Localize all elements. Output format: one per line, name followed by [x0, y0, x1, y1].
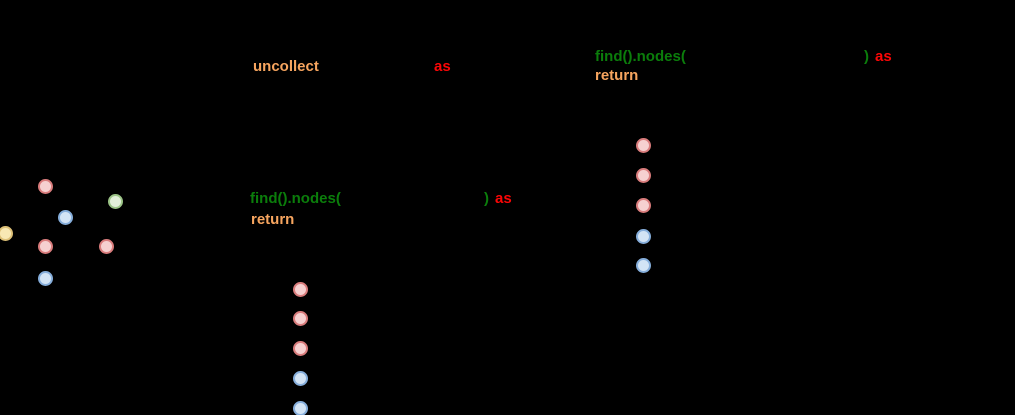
graph-node-pink [292, 310, 308, 326]
find-as-keyword-right: as [875, 48, 892, 65]
graph-node-pink [37, 238, 53, 254]
graph-node-pink [635, 197, 651, 213]
graph-node-blue [635, 228, 651, 244]
graph-node-pink [292, 340, 308, 356]
find-as-keyword-middle: as [495, 190, 512, 207]
graph-node-pink [292, 281, 308, 297]
graph-node-pink [635, 137, 651, 153]
find-call-middle: find().nodes( [250, 190, 341, 207]
graph-node-pink [635, 167, 651, 183]
graph-node-pink [37, 178, 53, 194]
find-call-right: find().nodes( [595, 48, 686, 65]
graph-node-pink [98, 238, 114, 254]
uncollect-keyword: uncollect [253, 58, 319, 75]
return-keyword-middle: return [251, 211, 295, 228]
graph-node-yellow [0, 225, 13, 241]
graph-node-blue [37, 270, 53, 286]
graph-node-blue [635, 257, 651, 273]
find-close-paren-right: ) [864, 48, 869, 65]
return-keyword-right: return [595, 67, 639, 84]
graph-node-blue [57, 209, 73, 225]
graph-node-blue [292, 370, 308, 386]
graph-node-green [107, 193, 123, 209]
uncollect-as-keyword: as [434, 58, 451, 75]
find-close-paren-middle: ) [484, 190, 489, 207]
graph-node-blue [292, 400, 308, 415]
